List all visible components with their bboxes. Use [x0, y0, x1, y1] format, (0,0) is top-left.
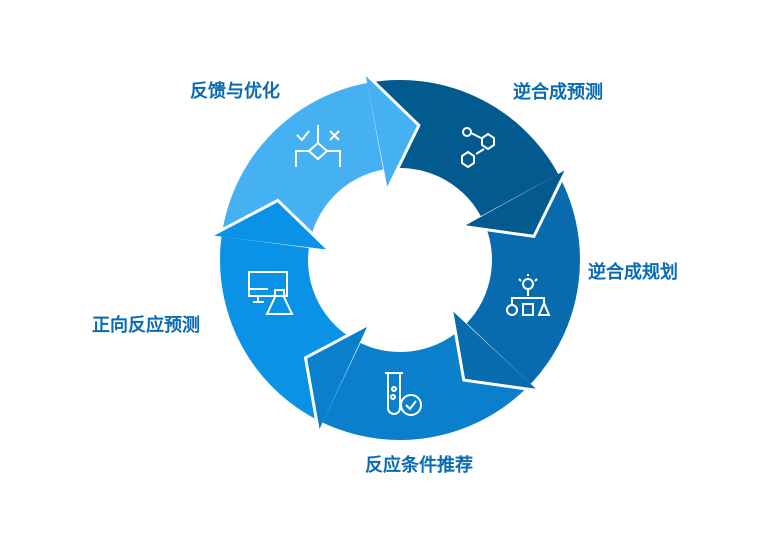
test-tube-check-icon [385, 372, 422, 416]
decision-check-cross-icon [295, 125, 341, 167]
segment-feedback-optimization [221, 82, 384, 248]
molecule-icon [461, 127, 495, 169]
stage-label-reaction-condition-recommendation: 反应条件推荐 [365, 455, 473, 476]
stage-label-retrosynthesis-prediction: 逆合成预测 [513, 82, 603, 103]
arrow-joint [322, 343, 369, 430]
stage-label-forward-reaction-prediction: 正向反应预测 [92, 315, 200, 336]
arrow-joint [466, 316, 542, 384]
segment-retrosynthesis-prediction [362, 79, 559, 217]
arrow-joint [220, 236, 309, 257]
arrow-joint [476, 159, 559, 217]
stage-label-retrosynthesis-planning: 逆合成规划 [588, 262, 678, 283]
arrow-joint [350, 83, 384, 172]
idea-hierarchy-icon [506, 274, 551, 316]
computer-flask-icon [248, 271, 294, 315]
stage-label-feedback-optimization: 反馈与优化 [190, 81, 280, 102]
